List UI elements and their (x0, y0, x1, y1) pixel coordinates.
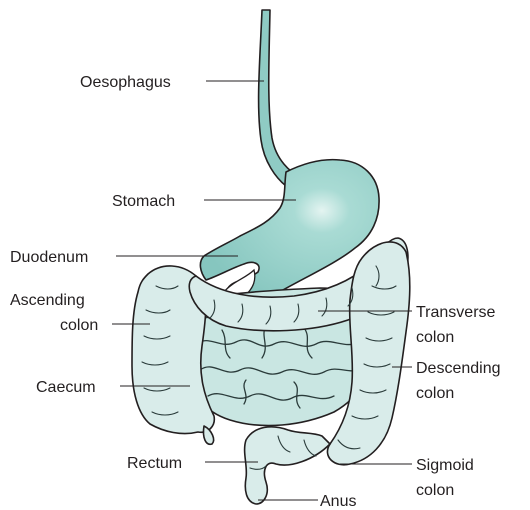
label-sigmoid-colon-line1: Sigmoid (416, 457, 474, 474)
label-descending-colon-line1: Descending (416, 360, 501, 377)
label-descending-colon-line2: colon (416, 385, 454, 402)
label-anus: Anus (320, 493, 356, 510)
label-stomach: Stomach (112, 193, 175, 210)
label-caecum: Caecum (36, 379, 96, 396)
oesophagus (259, 10, 301, 186)
label-transverse-colon-line2: colon (416, 329, 454, 346)
label-transverse-colon-line1: Transverse (416, 304, 496, 321)
appendix (203, 426, 213, 444)
label-oesophagus: Oesophagus (80, 74, 171, 91)
label-duodenum: Duodenum (10, 249, 88, 266)
label-sigmoid-colon-line2: colon (416, 482, 454, 499)
label-rectum: Rectum (127, 455, 182, 472)
label-ascending-colon-line2: colon (60, 317, 98, 334)
sigmoid-colon (245, 427, 330, 504)
label-ascending-colon-line1: Ascending (10, 292, 85, 309)
